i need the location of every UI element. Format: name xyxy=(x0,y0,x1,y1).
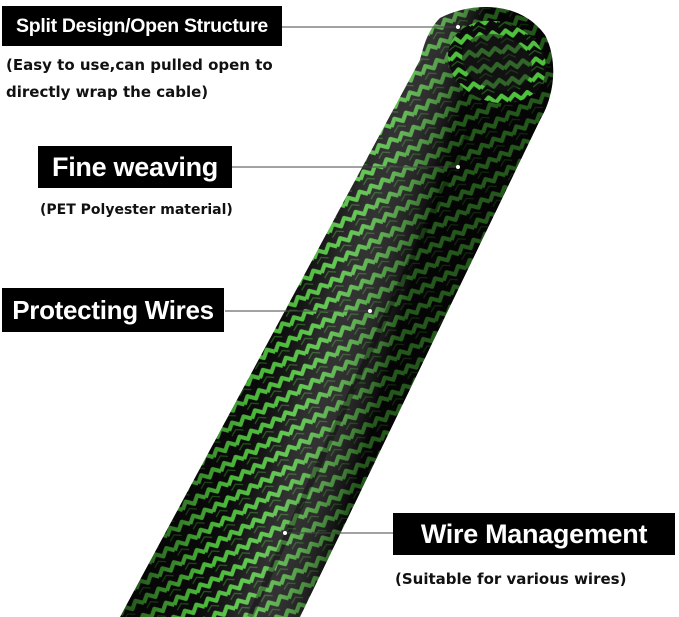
wire-management-note: (Suitable for various wires) xyxy=(395,570,627,588)
split-design-label: Split Design/Open Structure xyxy=(2,6,282,46)
fine-weaving-note: (PET Polyester material) xyxy=(40,202,233,218)
split-design-note-line-2: directly wrap the cable) xyxy=(6,83,209,101)
wire-management-label: Wire Management xyxy=(393,513,675,555)
fine-weaving-label: Fine weaving xyxy=(38,146,232,188)
protecting-wires-label: Protecting Wires xyxy=(2,288,224,332)
split-design-note-line-1: (Easy to use,can pulled open to xyxy=(6,56,273,74)
